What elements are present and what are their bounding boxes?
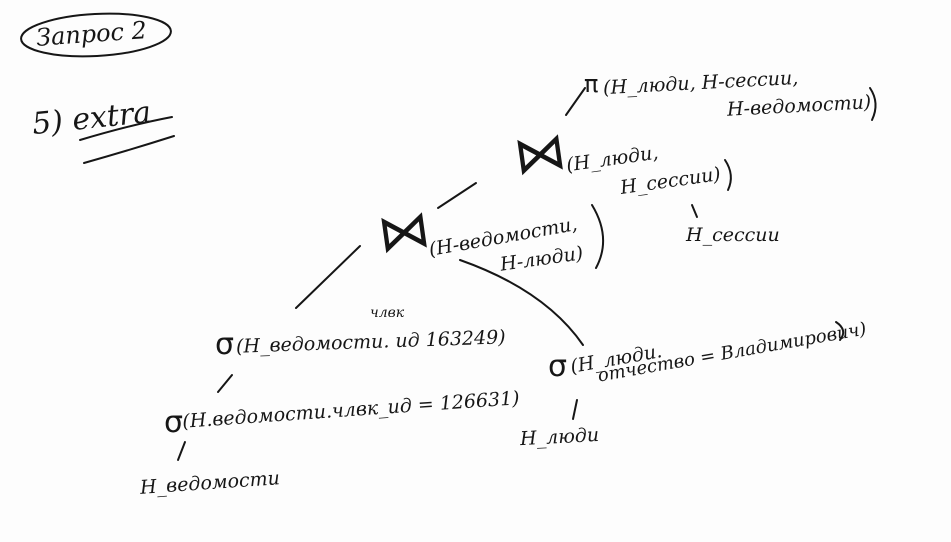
projection-symbol: π: [584, 70, 599, 98]
edge-select-people-leaf: [572, 399, 578, 420]
page-title: Запрос 2: [35, 16, 148, 52]
join-left-bracket: [591, 204, 605, 269]
select-lower-symbol: σ: [164, 405, 184, 440]
title-underline-2: [83, 135, 175, 164]
edge-join-left-select-upper: [295, 245, 361, 309]
edge-projection-join-top: [565, 87, 586, 116]
edge-select-lower-vedomosti: [177, 441, 186, 461]
title-oval: [20, 12, 172, 58]
title-underline-1: [79, 116, 173, 141]
join-top-symbol: ⋈: [510, 120, 570, 188]
edge-select-upper-select-lower: [217, 374, 233, 393]
edge-join-top-join-left: [437, 182, 477, 209]
join-top-bracket: [724, 159, 732, 191]
leaf-people: H_люди: [519, 423, 600, 451]
projection-bracket: [869, 87, 877, 121]
select-people-symbol: σ: [548, 349, 568, 384]
edge-join-top-sessions: [691, 204, 698, 218]
select-upper-symbol: σ: [215, 327, 235, 362]
edge-join-left-select-people: [459, 259, 584, 346]
leaf-sessions: H_сессии: [686, 224, 780, 246]
select-people-bracket: [835, 321, 845, 341]
select-upper-superscript: члвк: [370, 305, 405, 321]
join-left-symbol: ⋈: [374, 198, 434, 266]
